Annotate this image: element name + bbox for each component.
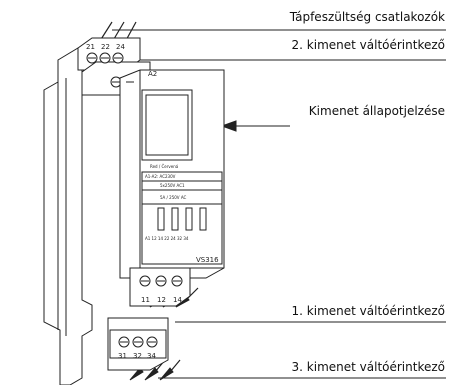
spec-panel xyxy=(141,171,223,265)
label-output1-contact: 1. kimenet váltóérintkező xyxy=(291,304,445,318)
model-label: VS316 xyxy=(196,256,219,264)
terminal-31: 31 xyxy=(118,352,127,360)
terminal-12: 12 xyxy=(157,296,166,304)
terminal-14: 14 xyxy=(173,296,182,304)
terminal-24: 24 xyxy=(116,43,125,51)
terminal-a2: A2 xyxy=(148,70,157,78)
spec-line-2: 5x250V AC1 xyxy=(160,183,185,188)
label-supply-terminals: Tápfeszültség csatlakozók xyxy=(289,10,445,24)
led-caption: Red / Červená xyxy=(150,164,179,169)
terminal-32: 32 xyxy=(133,352,142,360)
arrow-status xyxy=(220,120,237,132)
terminal-strip: A1 12 14 22 24 32 34 xyxy=(145,236,189,241)
label-output3-contact: 3. kimenet váltóérintkező xyxy=(291,360,445,374)
label-output-status: Kimenet állapotjelzése xyxy=(308,104,445,118)
spec-line-3: 5A / 250V AC xyxy=(160,195,186,200)
terminal-34: 34 xyxy=(147,352,156,360)
terminal-11: 11 xyxy=(141,296,150,304)
terminal-21: 21 xyxy=(86,43,95,51)
spec-line-1: A1-A2: AC230V xyxy=(145,174,176,179)
housing-body xyxy=(43,47,93,385)
terminal-22: 22 xyxy=(101,43,110,51)
label-output2-contact: 2. kimenet váltóérintkező xyxy=(291,38,445,52)
